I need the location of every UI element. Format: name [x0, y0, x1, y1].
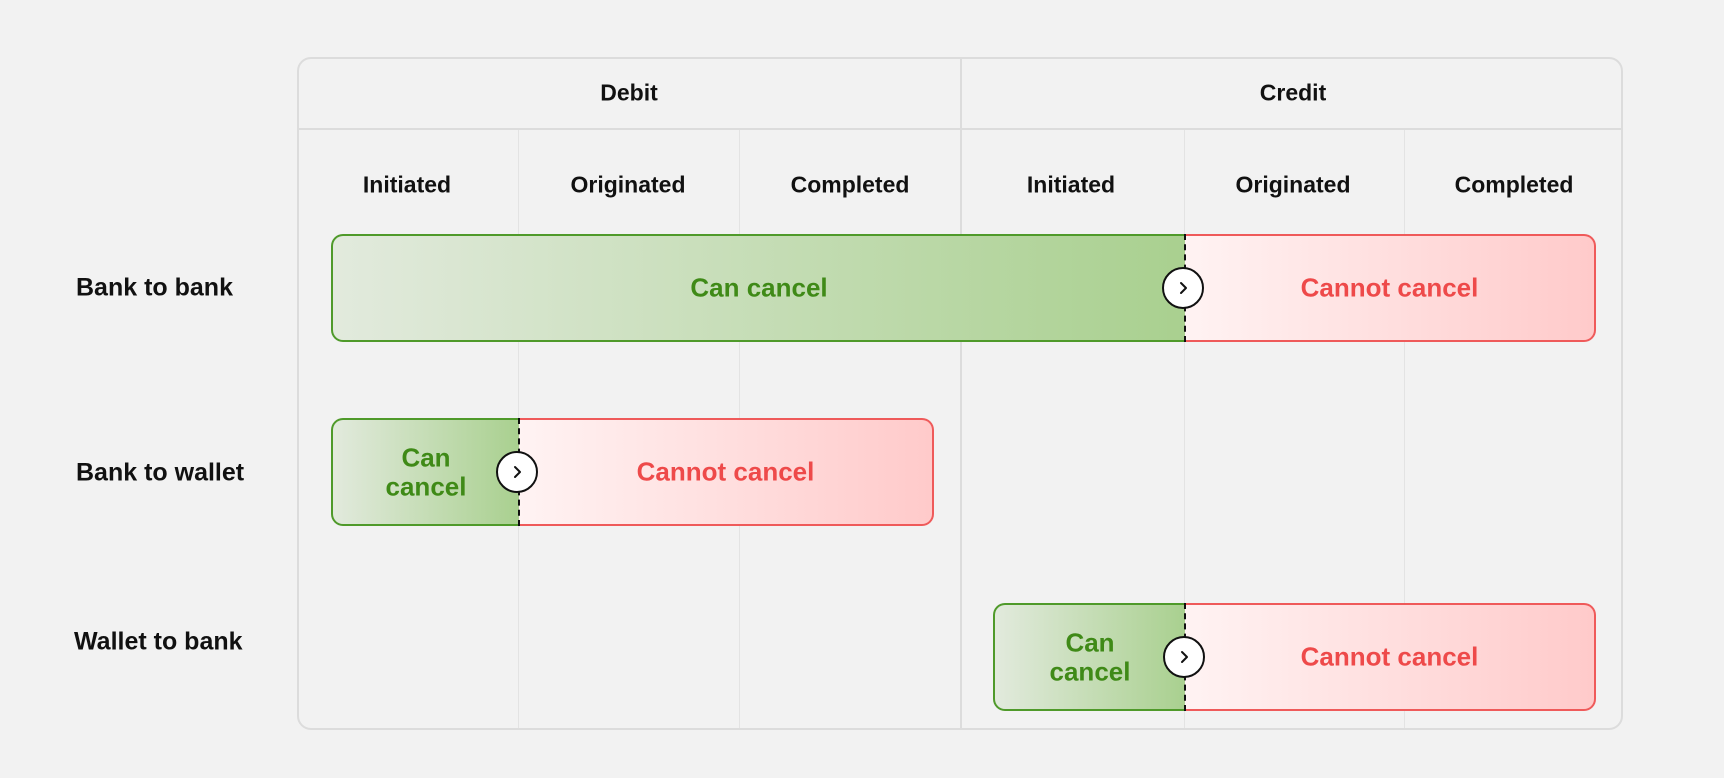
- cannot-cancel-segment: Cannot cancel: [519, 418, 934, 526]
- stage-header-credit-initiated: Initiated: [1026, 171, 1116, 198]
- chevron-right-icon[interactable]: [1162, 267, 1204, 309]
- group-divider: [960, 57, 962, 730]
- stage-divider: [1404, 130, 1405, 728]
- cannot-cancel-segment: Cannot cancel: [1185, 234, 1596, 342]
- row-label-bank-to-wallet: Bank to wallet: [76, 458, 245, 487]
- stage-header-debit-originated: Originated: [570, 171, 686, 198]
- can-cancel-segment: Can cancel: [331, 418, 519, 526]
- can-cancel-label: Can cancel: [1049, 627, 1131, 686]
- bar-bank-to-wallet: Can cancel Cannot cancel: [331, 418, 934, 526]
- row-label-bank-to-bank: Bank to bank: [76, 273, 233, 302]
- group-header-debit: Debit: [600, 79, 658, 106]
- stage-header-debit-initiated: Initiated: [362, 171, 452, 198]
- row-label-wallet-to-bank: Wallet to bank: [74, 627, 243, 656]
- cannot-cancel-label: Cannot cancel: [1300, 641, 1479, 672]
- can-cancel-label: Can cancel: [385, 442, 467, 501]
- can-cancel-label: Can cancel: [690, 272, 828, 303]
- cannot-cancel-label: Cannot cancel: [636, 456, 815, 487]
- stage-header-credit-completed: Completed: [1454, 171, 1574, 198]
- cannot-cancel-segment: Cannot cancel: [1185, 603, 1596, 711]
- bar-wallet-to-bank: Can cancel Cannot cancel: [993, 603, 1596, 711]
- bar-bank-to-bank: Can cancel Cannot cancel: [331, 234, 1596, 342]
- chevron-right-icon[interactable]: [1163, 636, 1205, 678]
- chevron-right-icon[interactable]: [496, 451, 538, 493]
- stage-header-debit-completed: Completed: [790, 171, 910, 198]
- group-header-credit: Credit: [1259, 79, 1327, 106]
- can-cancel-segment: Can cancel: [993, 603, 1185, 711]
- cannot-cancel-label: Cannot cancel: [1300, 272, 1479, 303]
- stage-divider: [1184, 130, 1185, 728]
- stage-header-credit-originated: Originated: [1235, 171, 1351, 198]
- can-cancel-segment: Can cancel: [331, 234, 1185, 342]
